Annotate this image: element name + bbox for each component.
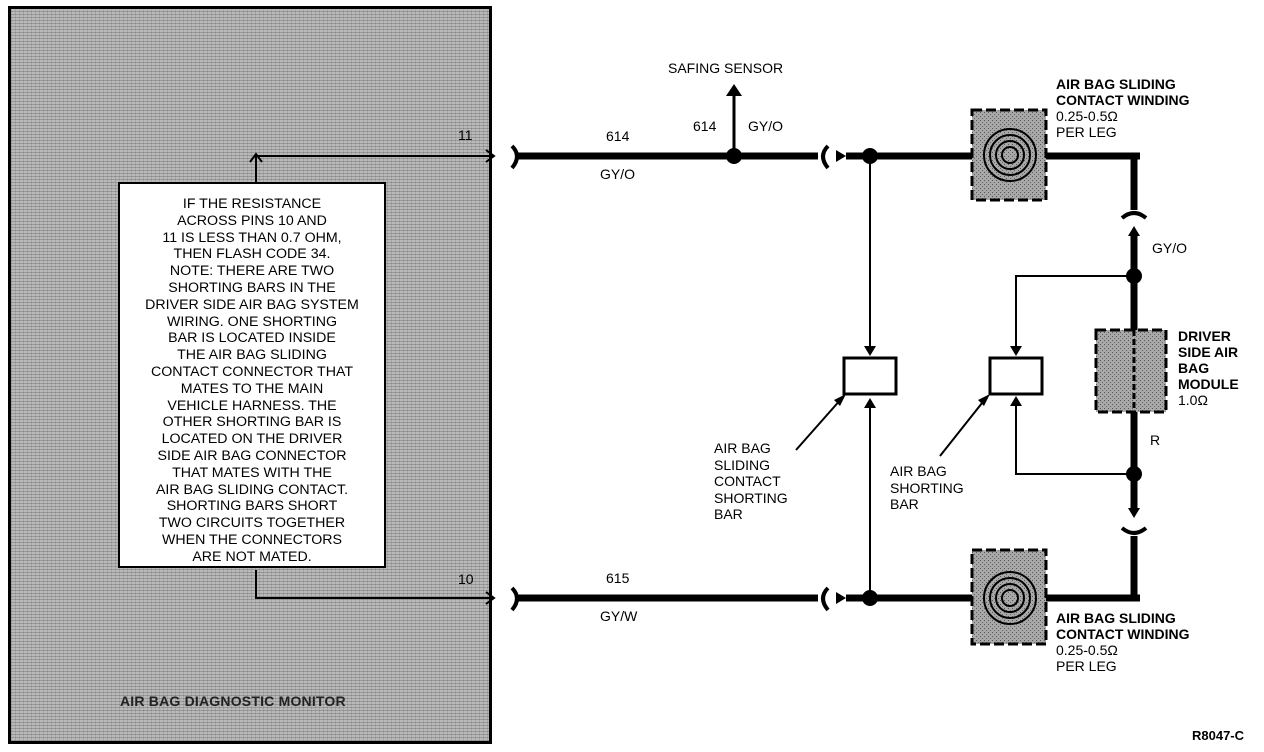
sliding-bar-label: AIR BAG SLIDING CONTACT SHORTING BAR: [714, 440, 788, 523]
module-label-3: BAG: [1178, 360, 1210, 376]
wire-color-gy-o: GY/O: [600, 166, 636, 182]
module-label-2: SIDE AIR: [1178, 344, 1239, 360]
pin-10-label: 10: [458, 571, 474, 587]
winding-bottom-spec-2: PER LEG: [1056, 658, 1117, 674]
note-line: NOTE: THERE ARE TWO: [169, 263, 335, 280]
shorting-bar-label-line: AIR BAG: [890, 463, 947, 479]
winding-top-title-1: AIR BAG SLIDING: [1056, 76, 1176, 92]
winding-top-spec-2: PER LEG: [1056, 124, 1117, 140]
pin-11-label: 11: [458, 127, 473, 143]
note-line: THEN FLASH CODE 34.: [173, 246, 331, 263]
shorting-bar-label: AIR BAG SHORTING BAR: [890, 463, 964, 513]
wire-color-right-gy-o: GY/O: [1152, 240, 1188, 256]
winding-bottom-title-2: CONTACT WINDING: [1056, 626, 1190, 642]
module-label-4: MODULE: [1178, 376, 1239, 392]
sliding-bar-label-line: BAR: [714, 506, 743, 522]
note-line: THE AIR BAG SLIDING: [177, 347, 327, 364]
circuit-614-label-2: 614: [693, 118, 717, 134]
air-bag-shorting-bar: [988, 275, 1134, 475]
note-line: WHEN THE CONNECTORS: [162, 531, 342, 548]
note-line: VEHICLE HARNESS. THE: [167, 397, 337, 414]
note-line: THAT MATES WITH THE: [172, 464, 332, 481]
sliding-bar-label-line: SHORTING: [714, 489, 788, 506]
contact-winding-bottom: [970, 548, 1048, 646]
shorting-bar-pointer: [939, 397, 987, 457]
wire-color-right-r: R: [1150, 432, 1161, 448]
note-line: MATES TO THE MAIN: [180, 380, 324, 397]
note-line: SHORTING BARS SHORT: [166, 498, 338, 515]
note-line: WIRING. ONE SHORTING: [167, 313, 337, 330]
wire-color-gy-o-2: GY/O: [748, 118, 784, 134]
figure-id: R8047-C: [1192, 728, 1245, 743]
pin-11-lead: [255, 149, 496, 182]
sliding-bar-label-line: AIR BAG: [714, 440, 771, 456]
sliding-bar-label-line: SLIDING: [714, 456, 771, 473]
circuit-615-label: 615: [606, 570, 630, 586]
winding-top-title-2: CONTACT WINDING: [1056, 92, 1190, 108]
winding-bottom-title-1: AIR BAG SLIDING: [1056, 610, 1176, 626]
note-line: 11 IS LESS THAN 0.7 OHM,: [162, 229, 342, 246]
winding-top-spec-1: 0.25-0.5Ω: [1056, 108, 1118, 124]
note-line: TWO CIRCUITS TOGETHER: [158, 515, 346, 532]
shorting-bar-label-line: SHORTING: [890, 479, 964, 496]
note-line: CONTACT CONNECTOR THAT: [150, 363, 354, 380]
safing-sensor-label: SAFING SENSOR: [668, 60, 784, 76]
note-line: SIDE AIR BAG CONNECTOR: [157, 447, 347, 464]
module-spec: 1.0Ω: [1178, 392, 1208, 408]
pin-10-lead: [255, 570, 496, 605]
note-line: LOCATED ON THE DRIVER: [161, 431, 343, 448]
monitor-label: AIR BAG DIAGNOSTIC MONITOR: [120, 693, 346, 709]
note-line: ACROSS PINS 10 AND: [177, 212, 327, 229]
module-label-1: DRIVER: [1178, 328, 1231, 344]
winding-bottom-spec-1: 0.25-0.5Ω: [1056, 642, 1118, 658]
note-line: AIR BAG SLIDING CONTACT.: [155, 481, 349, 498]
shorting-bar-label-line: BAR: [890, 496, 919, 512]
note-line: BAR IS LOCATED INSIDE: [168, 330, 336, 347]
contact-winding-top: [970, 108, 1048, 202]
right-harness-wire: [1120, 156, 1148, 598]
sliding-contact-shorting-bar: [842, 156, 898, 598]
note-line: IF THE RESISTANCE: [182, 196, 322, 212]
note-line: OTHER SHORTING BAR IS: [162, 414, 342, 431]
sliding-bar-pointer: [795, 397, 843, 451]
note-line: SHORTING BARS IN THE: [168, 279, 336, 296]
circuit-614-label: 614: [606, 128, 630, 144]
note-line: DRIVER SIDE AIR BAG SYSTEM: [145, 296, 359, 313]
resistance-note: IF THE RESISTANCE ACROSS PINS 10 AND 11 …: [118, 182, 386, 568]
air-bag-module: [1094, 328, 1168, 414]
sliding-bar-label-line: CONTACT: [714, 473, 781, 489]
wire-color-gy-w: GY/W: [600, 608, 638, 624]
note-line: ARE NOT MATED.: [192, 548, 312, 565]
